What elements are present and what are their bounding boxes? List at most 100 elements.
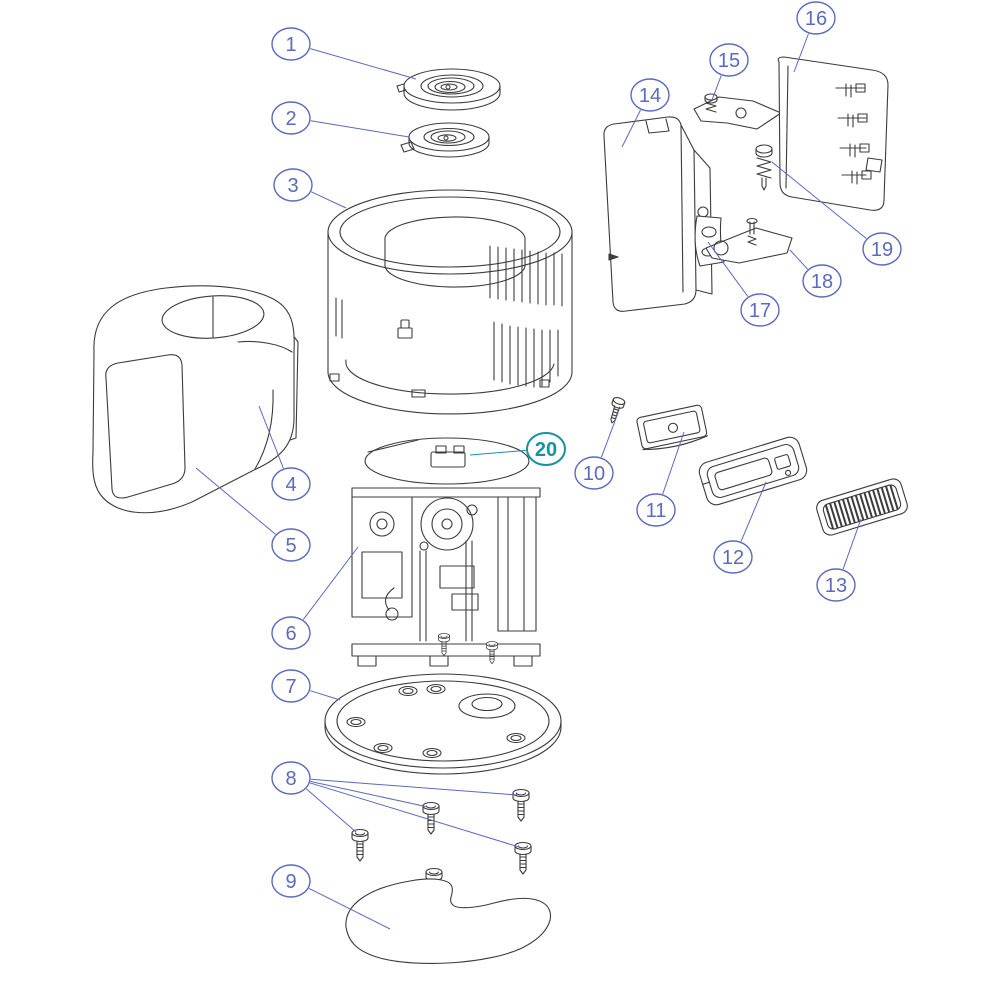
part-top-cap [396, 68, 501, 111]
callout-bubble [271, 467, 311, 501]
part-front-cover [92, 285, 295, 514]
leader-line-6 [302, 546, 359, 620]
callout-13: 13 [816, 568, 856, 602]
part-grille [816, 478, 908, 536]
callout-4: 4 [271, 467, 311, 501]
callout-5: 5 [271, 528, 311, 562]
leader-line-17 [707, 241, 749, 297]
callout-number: 10 [583, 463, 605, 485]
leader-line-8 [310, 778, 518, 796]
callout-bubble [802, 264, 842, 298]
part-top-bracket [693, 93, 782, 130]
callout-bubble [574, 456, 614, 490]
callout-9: 9 [271, 864, 311, 898]
leader-line-2 [310, 120, 410, 138]
callout-number: 18 [811, 271, 833, 293]
callout-18: 18 [802, 264, 842, 298]
part-motor-assembly [351, 437, 541, 667]
callout-number: 1 [285, 34, 296, 56]
leader-line-8 [310, 781, 429, 808]
callout-number: 4 [285, 474, 296, 496]
callout-number: 19 [871, 239, 893, 261]
callout-bubble [271, 669, 311, 703]
leader-line-14 [621, 109, 641, 148]
part-small-screw [610, 397, 626, 424]
callout-number: 20 [535, 439, 557, 461]
part-door-panel [777, 56, 889, 211]
callout-bubble [862, 232, 902, 266]
callout-number: 14 [639, 85, 661, 107]
callout-number: 13 [825, 575, 847, 597]
callout-6: 6 [271, 616, 311, 650]
leader-line-15 [711, 75, 722, 101]
leader-lines [195, 33, 867, 930]
callout-bubble [796, 1, 836, 35]
leader-line-13 [842, 518, 862, 570]
callout-bubble [740, 293, 780, 327]
callout-number: 6 [285, 623, 296, 645]
leader-line-7 [310, 690, 341, 701]
callout-bubble [271, 761, 311, 795]
callout-bubble [816, 568, 856, 602]
leader-line-8 [309, 782, 520, 848]
part-latch-plate [636, 404, 708, 451]
callout-bubble [709, 43, 749, 77]
callout-number: 5 [285, 535, 296, 557]
leader-line-8 [306, 788, 357, 833]
leader-line-20 [469, 449, 527, 456]
callout-number: 3 [287, 175, 298, 197]
callout-8: 8 [271, 761, 311, 795]
leader-line-18 [789, 249, 809, 270]
part-base-plate [324, 673, 562, 775]
callout-19: 19 [862, 232, 902, 266]
leader-line-12 [740, 481, 767, 542]
callout-20: 20 [526, 432, 566, 466]
callout-17: 17 [740, 293, 780, 327]
leader-line-11 [662, 431, 685, 495]
part-assembly-top-plate [364, 437, 530, 485]
callout-11: 11 [636, 493, 676, 527]
leader-line-5 [195, 467, 276, 535]
callout-bubble [636, 493, 676, 527]
callout-12: 12 [713, 540, 753, 574]
part-bracket [698, 436, 808, 506]
leader-line-9 [308, 887, 391, 930]
part-inner-cap [400, 122, 490, 158]
part-spring-screw [755, 144, 773, 191]
line-art [92, 56, 908, 964]
leader-line-1 [310, 48, 417, 80]
part-main-housing [327, 189, 573, 415]
callout-7: 7 [271, 669, 311, 703]
leader-line-3 [311, 191, 347, 209]
callout-number: 9 [285, 871, 296, 893]
callout-bubble [271, 528, 311, 562]
callout-bubble [271, 616, 311, 650]
callout-bubble [273, 168, 313, 202]
callout-number: 11 [646, 500, 667, 522]
callout-bubble [630, 78, 670, 112]
part-hinge-plate [705, 217, 793, 264]
callout-number: 17 [749, 300, 771, 322]
part-bottom-cover [345, 878, 551, 964]
callout-bubble [271, 864, 311, 898]
leader-line-16 [793, 33, 809, 73]
callout-10: 10 [574, 456, 614, 490]
callout-number: 8 [285, 768, 296, 790]
leader-line-4 [258, 405, 284, 469]
callout-number: 12 [722, 547, 744, 569]
part-battery-door [603, 116, 713, 312]
callout-bubble [713, 540, 753, 574]
leader-line-19 [771, 161, 867, 239]
callout-number: 2 [285, 108, 296, 130]
leader-line-10 [600, 412, 619, 458]
callout-14: 14 [630, 78, 670, 112]
callout-bubble [526, 432, 566, 466]
callout-15: 15 [709, 43, 749, 77]
callout-number: 15 [718, 50, 740, 72]
callout-bubble [271, 101, 311, 135]
callout-16: 16 [796, 1, 836, 35]
callout-3: 3 [273, 168, 313, 202]
callout-2: 2 [271, 101, 311, 135]
